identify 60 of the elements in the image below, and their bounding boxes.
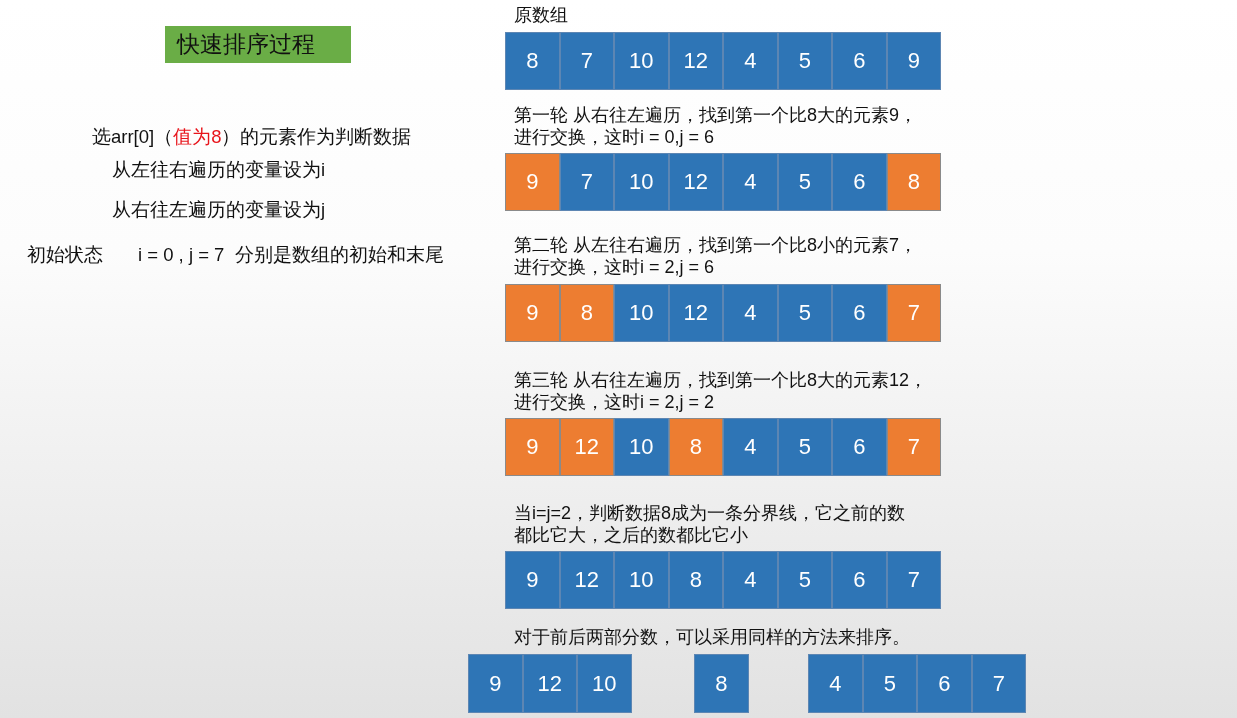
array-cell: 4: [723, 153, 778, 211]
array-cell: 7: [886, 418, 941, 476]
caption-text: 第二轮 从左往右遍历，找到第一个比8小的元素7，进行交换，这时i = 2,j = 6: [514, 234, 919, 278]
array-cell: 6: [832, 284, 887, 342]
array-cell: 8: [886, 153, 941, 211]
array-cell: 9: [505, 153, 560, 211]
array-cell: 5: [777, 32, 832, 90]
array-cell: 4: [723, 551, 778, 609]
array-cell: 6: [832, 32, 887, 90]
array-cell: 10: [614, 551, 669, 609]
array-cell: 6: [832, 551, 887, 609]
array-cell: 5: [777, 153, 832, 211]
caption-text: 第一轮 从右往左遍历，找到第一个比8大的元素9，进行交换，这时i = 0,j = 6: [514, 104, 919, 148]
array-cell: 12: [559, 418, 614, 476]
array-cell: 9: [505, 418, 560, 476]
array-cell: 7: [559, 32, 614, 90]
array-cell: 7: [559, 153, 614, 211]
array-cell: 12: [522, 654, 577, 713]
array-cell: 5: [777, 551, 832, 609]
array-cell: 12: [668, 284, 723, 342]
array-cell: 8: [668, 551, 723, 609]
note-text: 从左往右遍历的变量设为i: [112, 159, 326, 181]
array-cell: 6: [832, 418, 887, 476]
array-cell: 9: [468, 654, 523, 713]
caption-text: 原数组: [514, 4, 568, 26]
caption-text: 对于前后两部分数，可以采用同样的方法来排序。: [514, 626, 910, 648]
array-cell: 5: [862, 654, 917, 713]
note-text: 初始状态: [27, 244, 103, 266]
array-cell: 9: [505, 551, 560, 609]
title-banner: 快速排序过程: [165, 26, 351, 63]
array-cell: 10: [614, 284, 669, 342]
array-cell: 5: [777, 284, 832, 342]
array-cell: 7: [886, 284, 941, 342]
array-cell: 8: [668, 418, 723, 476]
array-cell: 6: [832, 153, 887, 211]
note-text: 从右往左遍历的变量设为j: [112, 199, 326, 221]
array-cell: 7: [971, 654, 1026, 713]
array-cell: 10: [614, 32, 669, 90]
array-cell: 5: [777, 418, 832, 476]
caption-text: 第三轮 从右往左遍历，找到第一个比8大的元素12，进行交换，这时i = 2,j = 2: [514, 369, 929, 413]
array-cell: 10: [577, 654, 632, 713]
array-cell: 9: [505, 284, 560, 342]
note-text: 选arr[0]（值为8）的元素作为判断数据: [92, 126, 412, 148]
array-cell: 8: [694, 654, 749, 713]
array-cell: 10: [614, 418, 669, 476]
array-cell: 8: [505, 32, 560, 90]
caption-text: 当i=j=2，判断数据8成为一条分界线，它之前的数都比它大，之后的数都比它小: [514, 502, 907, 546]
array-cell: 12: [559, 551, 614, 609]
array-cell: 4: [723, 284, 778, 342]
array-cell: 8: [559, 284, 614, 342]
array-cell: 6: [917, 654, 972, 713]
array-cell: 12: [668, 153, 723, 211]
array-cell: 12: [668, 32, 723, 90]
array-cell: 10: [614, 153, 669, 211]
array-cell: 4: [808, 654, 863, 713]
note-text: i = 0 , j = 7 分别是数组的初始和末尾: [138, 244, 444, 266]
array-cell: 4: [723, 418, 778, 476]
array-cell: 4: [723, 32, 778, 90]
array-cell: 7: [886, 551, 941, 609]
array-cell: 9: [886, 32, 941, 90]
